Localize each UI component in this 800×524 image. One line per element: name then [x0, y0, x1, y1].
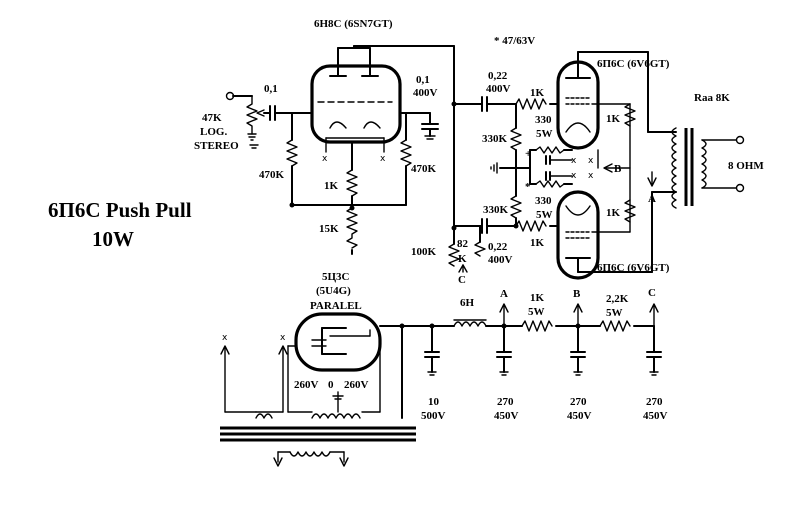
res-ab-value: 1K: [530, 292, 545, 304]
bypass-cap-value: 0,1: [416, 74, 430, 86]
grid-leak-resistor: [286, 139, 298, 167]
cathode-resistor: [346, 169, 358, 197]
power-supply: 5Ц3С (5U4G) PARALEL 10 500V 6H: [220, 271, 668, 467]
plate-resistor-label: 470K: [411, 163, 437, 175]
title-line-1: 6П6С Push Pull: [48, 198, 192, 222]
node-a-label: A: [648, 193, 656, 205]
cathode-resistor-top: [535, 146, 565, 154]
driver-stage: 6Н8С (6SN7GT) x x 470K 1K: [259, 18, 535, 286]
cap1-voltage: 500V: [421, 410, 446, 422]
tail-resistor: [346, 207, 358, 249]
ps-node-a: A: [500, 288, 508, 300]
cap-a-value: 270: [497, 396, 514, 408]
coupling-bottom-voltage: 400V: [488, 254, 513, 266]
decoupling-node-label: K: [458, 253, 467, 265]
cathode-bottom-value: 330: [535, 195, 552, 207]
x-mark: x: [380, 154, 386, 164]
pot-label-value: 47K: [202, 112, 222, 124]
cathode-top-watt: 5W: [536, 128, 553, 140]
grid-stopper-bottom-label: 1K: [530, 237, 545, 249]
res-bc-watt: 5W: [606, 307, 623, 319]
node-b-label: B: [614, 163, 622, 175]
rectifier-tube: [294, 312, 382, 372]
tail-resistor-label: 15K: [319, 223, 339, 235]
coupling-bottom-value: 0,22: [488, 241, 508, 253]
x-mark: x: [322, 154, 328, 164]
driver-tube-label: 6Н8С (6SN7GT): [314, 18, 393, 30]
x-mark: x: [280, 333, 286, 343]
cathode-resistor-bottom: [535, 180, 565, 188]
grid-resistor-top: [510, 127, 522, 151]
cap-a-voltage: 450V: [494, 410, 519, 422]
cathode-resistor-label: 1K: [324, 180, 339, 192]
pot-wiper: [256, 109, 265, 117]
pot-label-stereo: STEREO: [194, 140, 239, 152]
speaker-terminal: [735, 183, 745, 193]
screen-bottom-label: 1K: [606, 207, 621, 219]
tap-voltage-left: 260V: [294, 379, 319, 391]
x-mark: x: [571, 156, 577, 166]
note-label: * 47/63V: [494, 35, 535, 47]
x-mark: x: [571, 171, 577, 181]
bypass-cap-voltage: 400V: [413, 87, 438, 99]
title-line-2: 10W: [92, 227, 134, 251]
grid-stopper-bottom: [515, 220, 547, 232]
coupling-top-voltage: 400V: [486, 83, 511, 95]
output-tube-top-label: 6П6С (6V6GT): [597, 58, 670, 70]
x-mark: x: [222, 333, 228, 343]
star-mark: *: [525, 181, 531, 193]
x-mark: x: [588, 156, 594, 166]
rectifier-label-2: (5U4G): [316, 285, 351, 297]
input-section: 0,1 47K LOG. STEREO: [194, 83, 313, 152]
output-drive-network: 0,22 400V 1K 330K 330 5W + * x x x: [451, 70, 594, 266]
cathode-top-value: 330: [535, 114, 552, 126]
pot-label-taper: LOG.: [200, 126, 227, 138]
screen-resistors: 1K 1K B A: [603, 103, 657, 223]
tap-voltage-right: 260V: [344, 379, 369, 391]
res-bc-value: 2,2K: [606, 293, 629, 305]
output-tube-bottom: 6П6С (6V6GT): [556, 190, 670, 280]
output-transformer: Raa 8K 8 OHM: [647, 92, 764, 209]
plus-mark: +: [525, 148, 531, 160]
plate-resistor: [400, 139, 412, 167]
res-ab-watt: 5W: [528, 306, 545, 318]
cap-b-value: 270: [570, 396, 587, 408]
grid-stopper-top-label: 1K: [530, 87, 545, 99]
choke: [453, 321, 487, 327]
tap-center: 0: [328, 379, 334, 391]
cap-c-voltage: 450V: [643, 410, 668, 422]
rectifier-label-3: PARALEL: [310, 300, 362, 312]
coupling-top-value: 0,22: [488, 70, 508, 82]
speaker-terminal: [735, 135, 745, 145]
volume-pot: [246, 95, 258, 135]
grid-resistor-top-label: 330K: [482, 133, 508, 145]
screen-top-label: 1K: [606, 113, 621, 125]
ps-node-b: B: [573, 288, 581, 300]
cap-c-value: 270: [646, 396, 663, 408]
ot-secondary-label: 8 OHM: [728, 160, 764, 172]
coupling-cap-label: 0,1: [264, 83, 278, 95]
cap-b-voltage: 450V: [567, 410, 592, 422]
grid-leak-label: 470K: [259, 169, 285, 181]
decoupling-cap-label: 82: [457, 238, 469, 250]
driver-tube: [310, 64, 402, 144]
cathode-bottom-watt: 5W: [536, 209, 553, 221]
grid-resistor-bottom: [510, 195, 522, 219]
ot-primary-label: Raa 8K: [694, 92, 730, 104]
choke-label: 6H: [460, 297, 475, 309]
ps-node-c: C: [648, 287, 656, 299]
decoupling-resistor-label: 100K: [411, 246, 437, 258]
cap1-value: 10: [428, 396, 440, 408]
decoupling-supply-label: C: [458, 274, 466, 286]
decoupling-resistor: [448, 243, 460, 267]
output-tube-top: 6П6С (6V6GT): [556, 51, 670, 211]
grid-resistor-bottom-label: 330K: [483, 204, 509, 216]
x-mark: x: [588, 171, 594, 181]
rectifier-label-1: 5Ц3С: [322, 271, 350, 283]
grid-stopper-top: [515, 98, 547, 110]
